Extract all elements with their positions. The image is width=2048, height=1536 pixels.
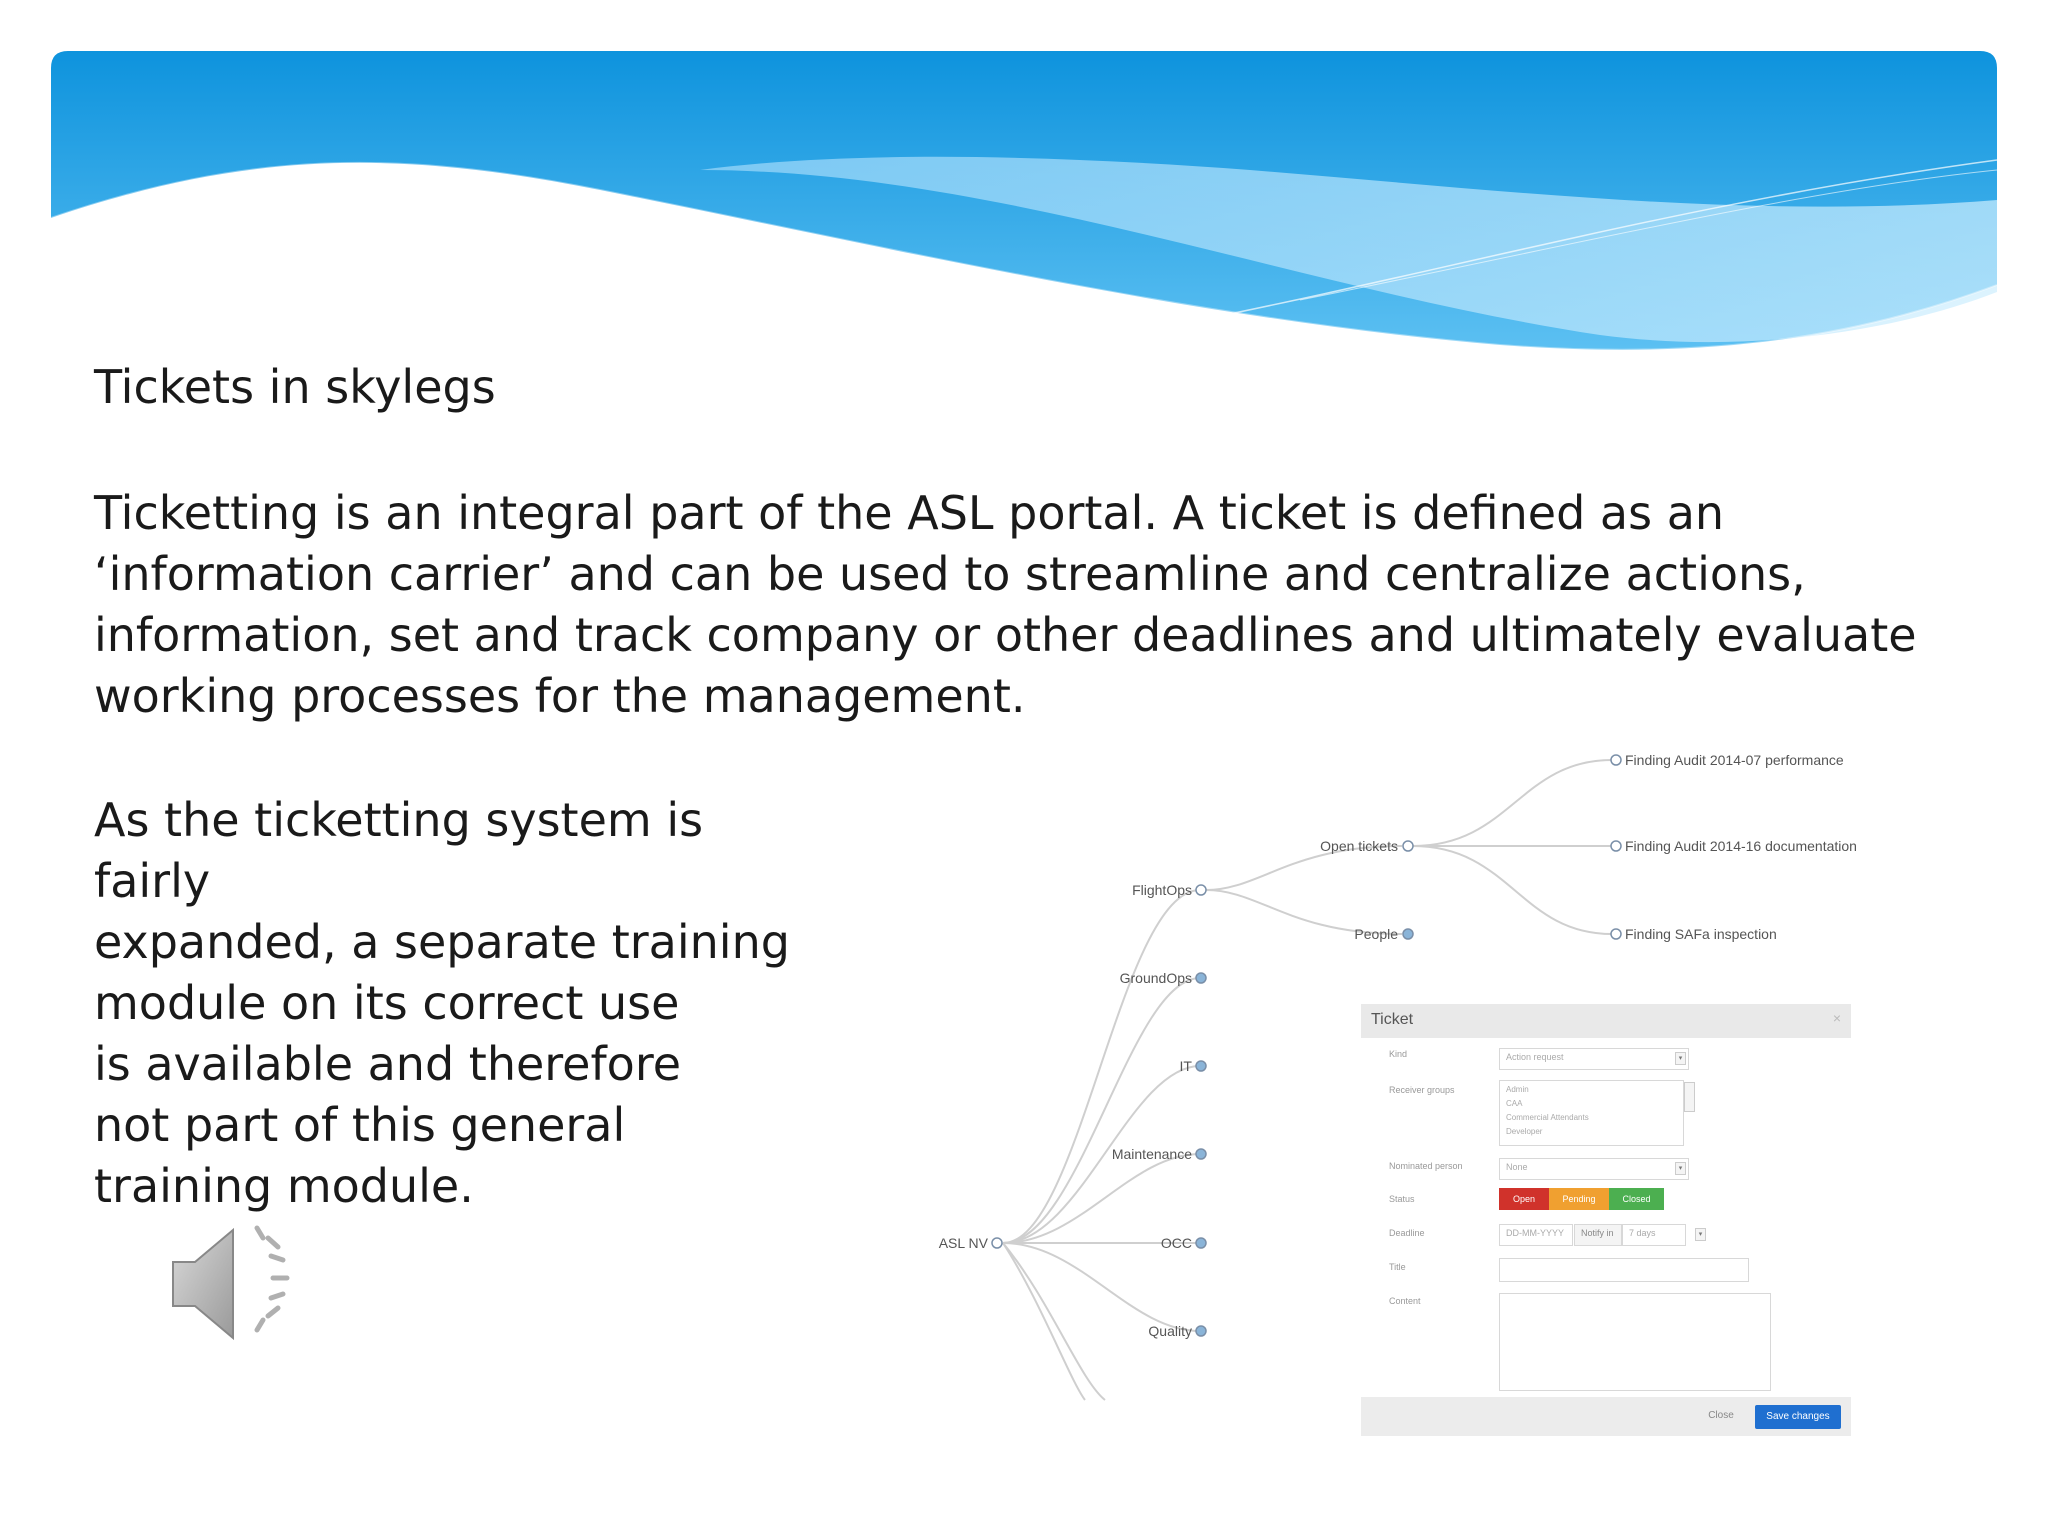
- receiver-option[interactable]: CAA: [1506, 1099, 1523, 1108]
- notify-label-text: Notify in: [1581, 1228, 1614, 1238]
- close-icon[interactable]: ×: [1832, 1010, 1841, 1026]
- content-label: Content: [1389, 1296, 1421, 1306]
- nominated-person-select[interactable]: None: [1499, 1158, 1689, 1180]
- status-open-button[interactable]: Open: [1499, 1188, 1549, 1210]
- status-label: Status: [1389, 1194, 1415, 1204]
- content-textarea[interactable]: [1499, 1293, 1771, 1391]
- ticket-dialog-title: Ticket: [1371, 1011, 1414, 1028]
- tree-label-finding-2: Finding Audit 2014-16 documentation: [1625, 838, 1857, 854]
- tree-node-finding-2[interactable]: [1610, 840, 1622, 852]
- title-input[interactable]: [1499, 1258, 1749, 1282]
- tree-node-people[interactable]: [1402, 928, 1414, 940]
- kind-select-value: Action request: [1506, 1052, 1564, 1062]
- tree-label-maintenance: Maintenance: [1112, 1146, 1192, 1162]
- tree-node-groundops[interactable]: [1195, 972, 1207, 984]
- training-note-line: expanded, a separate training: [94, 915, 790, 969]
- tree-label-people: People: [1354, 926, 1398, 942]
- tree-node-maintenance[interactable]: [1195, 1148, 1207, 1160]
- tree-node-root[interactable]: [991, 1237, 1003, 1249]
- tree-label-flightops: FlightOps: [1132, 882, 1192, 898]
- training-note-line: not part of this general: [94, 1098, 626, 1152]
- tree-label-occ: OCC: [1161, 1235, 1192, 1251]
- kind-select[interactable]: Action request: [1499, 1048, 1689, 1070]
- nominated-person-value: None: [1506, 1162, 1528, 1172]
- close-button[interactable]: Close: [1708, 1410, 1734, 1421]
- tree-node-occ[interactable]: [1195, 1237, 1207, 1249]
- ticket-dialog: Ticket × Kind Action request ▾ Receiver …: [1361, 1004, 1851, 1436]
- notify-value: 7 days: [1629, 1228, 1656, 1238]
- header-wave-banner: [50, 51, 1998, 351]
- tree-node-finding-1[interactable]: [1610, 754, 1622, 766]
- notify-select[interactable]: 7 days: [1622, 1224, 1686, 1246]
- notify-label: Notify in: [1574, 1224, 1622, 1246]
- receiver-groups-label: Receiver groups: [1389, 1085, 1455, 1095]
- intro-paragraph: Ticketting is an integral part of the AS…: [94, 486, 1917, 723]
- title-label: Title: [1389, 1262, 1406, 1272]
- training-note-line: As the ticketting system is fairly: [94, 793, 704, 908]
- kind-label: Kind: [1389, 1049, 1408, 1059]
- deadline-label: Deadline: [1389, 1228, 1425, 1238]
- receiver-groups-list[interactable]: Admin CAA Commercial Attendants Develope…: [1499, 1080, 1684, 1146]
- chevron-down-icon[interactable]: ▾: [1675, 1162, 1686, 1175]
- status-pending-button[interactable]: Pending: [1549, 1188, 1609, 1210]
- chevron-down-icon[interactable]: ▾: [1695, 1228, 1706, 1241]
- status-closed-button[interactable]: Closed: [1609, 1188, 1664, 1210]
- chevron-down-icon[interactable]: ▾: [1675, 1052, 1686, 1065]
- ticket-dialog-header: Ticket ×: [1361, 1004, 1851, 1038]
- tree-label-open-tickets: Open tickets: [1320, 838, 1398, 854]
- training-note-line: is available and therefore: [94, 1037, 682, 1091]
- tree-node-flightops[interactable]: [1195, 884, 1207, 896]
- receiver-option[interactable]: Developer: [1506, 1127, 1543, 1136]
- save-changes-button[interactable]: Save changes: [1755, 1405, 1841, 1429]
- nominated-person-label: Nominated person: [1389, 1161, 1463, 1171]
- training-note-line: module on its correct use: [94, 976, 680, 1030]
- tree-label-finding-3: Finding SAFa inspection: [1625, 926, 1777, 942]
- tree-label-groundops: GroundOps: [1120, 970, 1192, 986]
- tree-node-finding-3[interactable]: [1610, 928, 1622, 940]
- training-note-line: training module.: [94, 1159, 474, 1213]
- tree-label-root: ASL NV: [939, 1235, 989, 1251]
- training-note-paragraph: As the ticketting system is fairly expan…: [94, 790, 794, 1217]
- slide-title: Tickets in skylegs: [94, 360, 496, 414]
- scrollbar[interactable]: [1684, 1082, 1695, 1112]
- tree-label-quality: Quality: [1148, 1323, 1192, 1339]
- receiver-option[interactable]: Admin: [1506, 1085, 1529, 1094]
- speaker-icon[interactable]: [165, 1220, 315, 1350]
- tree-node-it[interactable]: [1195, 1060, 1207, 1072]
- receiver-option[interactable]: Commercial Attendants: [1506, 1113, 1589, 1122]
- tree-label-finding-1: Finding Audit 2014-07 performance: [1625, 752, 1844, 768]
- deadline-value: DD-MM-YYYY: [1506, 1228, 1564, 1238]
- ticket-tree-diagram: ASL NV FlightOps GroundOps IT Maintenanc…: [939, 752, 1857, 1401]
- tree-node-quality[interactable]: [1195, 1325, 1207, 1337]
- deadline-input[interactable]: DD-MM-YYYY: [1499, 1224, 1573, 1246]
- tree-label-it: IT: [1180, 1058, 1193, 1074]
- tree-node-open-tickets[interactable]: [1402, 840, 1414, 852]
